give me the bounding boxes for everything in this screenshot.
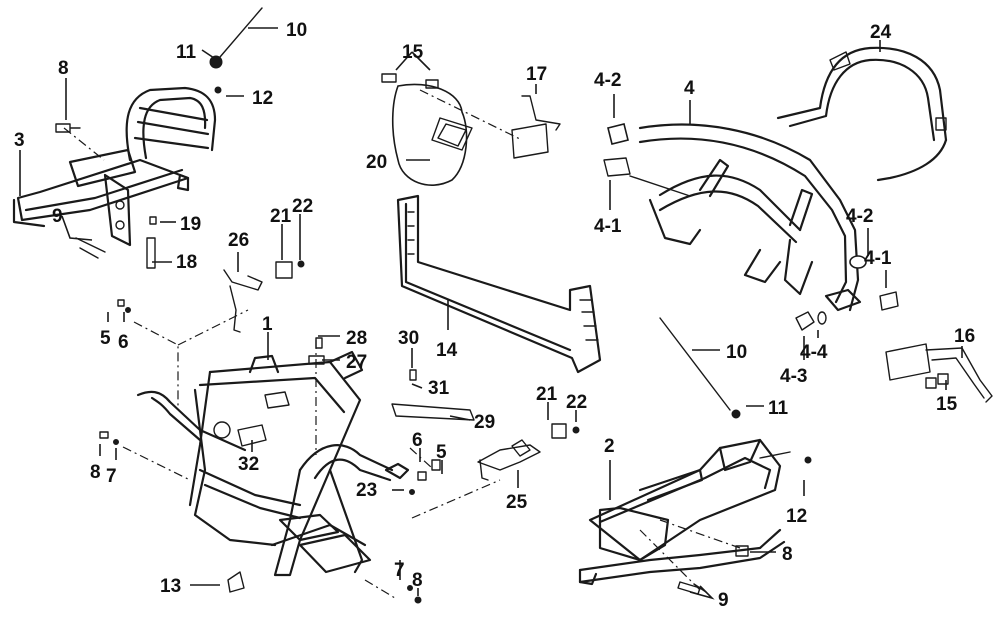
callout-11-right: 11 [768, 398, 789, 419]
callout-11-top-left: 11 [176, 42, 197, 63]
wire-clip-assembly [117, 260, 305, 333]
frame-dash-lines [122, 309, 501, 599]
callout-15-upper: 15 [402, 42, 424, 63]
callout-6-mid: 6 [412, 430, 423, 451]
leader-lines [19, 27, 963, 600]
callout-4-2-upper: 4-2 [594, 70, 621, 91]
callout-13: 13 [160, 576, 181, 597]
callout-12-top-left: 12 [252, 88, 273, 109]
callout-10-right: 10 [726, 342, 747, 363]
callout-15-right: 15 [936, 394, 958, 415]
callout-22-lower: 22 [566, 392, 587, 413]
callout-7-bottom: 7 [394, 560, 405, 581]
callout-12-right: 12 [786, 506, 807, 527]
callout-28: 28 [346, 328, 367, 349]
callout-30: 30 [398, 328, 419, 349]
callout-4-2-right: 4-2 [846, 206, 873, 227]
callout-4: 4 [684, 78, 695, 99]
callout-6-left: 6 [118, 332, 129, 353]
frame-hardware [99, 337, 475, 604]
callout-10-top-left: 10 [286, 20, 307, 41]
callout-labels: 10 11 12 8 3 9 19 18 26 21 22 5 6 1 28 2… [14, 20, 975, 611]
callout-31: 31 [428, 378, 450, 399]
callout-8-bottom: 8 [412, 570, 423, 591]
rear-bumper [396, 194, 602, 374]
callout-4-1-right: 4-1 [864, 248, 892, 269]
callout-21-upper: 21 [270, 206, 292, 227]
bracket-25-assembly [477, 423, 580, 481]
guard-24 [776, 46, 948, 182]
callout-22-upper: 22 [292, 196, 313, 217]
callout-20: 20 [366, 152, 387, 173]
callout-2: 2 [604, 436, 615, 457]
callout-21-lower: 21 [536, 384, 558, 405]
callout-24: 24 [870, 22, 892, 43]
callout-4-1-upper: 4-1 [594, 216, 622, 237]
callout-27: 27 [346, 352, 367, 373]
callout-19: 19 [180, 214, 201, 235]
callout-1: 1 [262, 314, 273, 335]
callout-5-mid: 5 [436, 442, 447, 463]
callout-8-right: 8 [782, 544, 793, 565]
callout-17: 17 [526, 64, 547, 85]
front-bumper [638, 123, 862, 312]
mud-flap-assembly [381, 73, 561, 186]
front-bumper-hardware [603, 123, 899, 331]
callout-32: 32 [238, 454, 259, 475]
front-rack-assembly [578, 317, 791, 591]
callout-7-left: 7 [106, 466, 117, 487]
callout-3: 3 [14, 130, 25, 151]
callout-9-top-left: 9 [52, 206, 63, 227]
callout-4-4: 4-4 [800, 342, 828, 363]
callout-5-left: 5 [100, 328, 111, 349]
rear-rack-hardware [55, 7, 263, 269]
callout-8-top-left: 8 [58, 58, 69, 79]
callout-25: 25 [506, 492, 528, 513]
callout-8-left: 8 [90, 462, 101, 483]
callout-14: 14 [436, 340, 458, 361]
callout-4-3: 4-3 [780, 366, 807, 387]
callout-29: 29 [474, 412, 495, 433]
callout-23: 23 [356, 480, 377, 501]
callout-16: 16 [954, 326, 975, 347]
bracket-16-assembly [885, 343, 993, 403]
rear-rack-assembly [12, 86, 217, 247]
front-rack-hardware [677, 409, 812, 595]
main-frame [136, 350, 410, 577]
callout-26: 26 [228, 230, 249, 251]
callout-9-right: 9 [718, 590, 729, 611]
callout-18: 18 [176, 252, 197, 273]
